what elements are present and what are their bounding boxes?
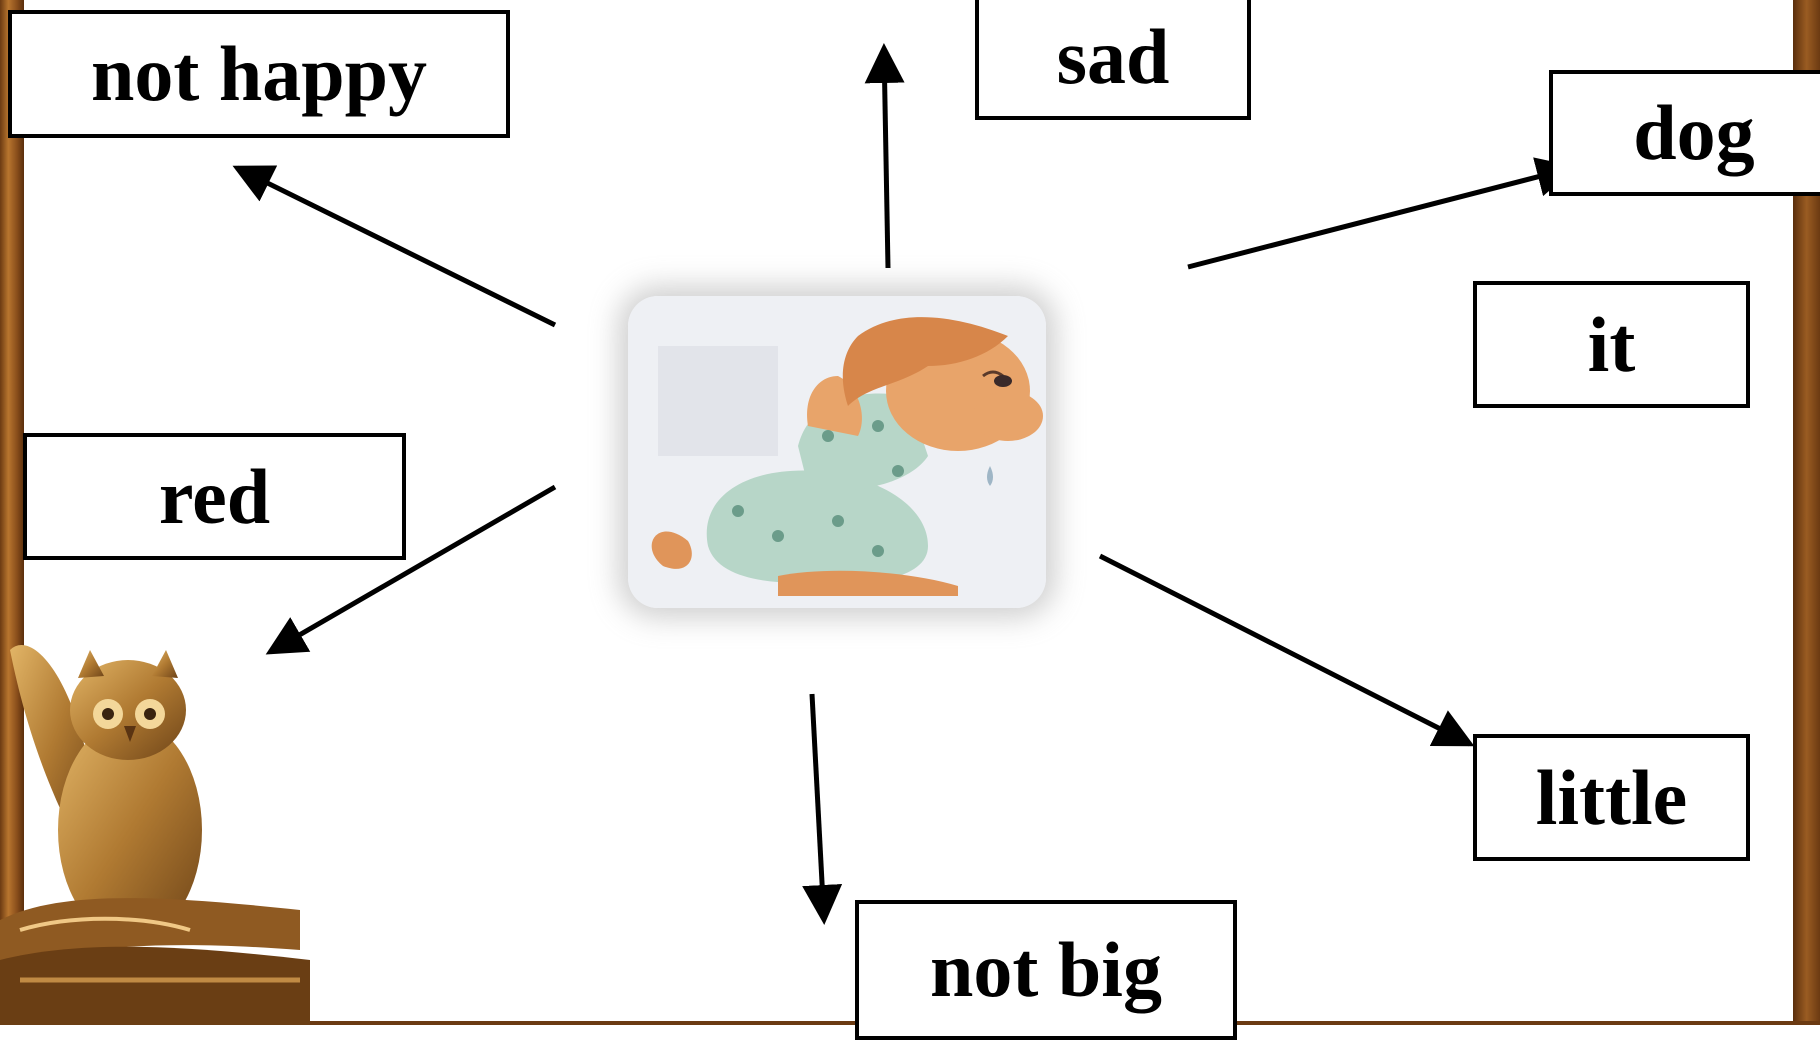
word-box-not-happy: not happy — [8, 10, 510, 138]
arrow-to-sad — [884, 48, 888, 268]
word-sad: sad — [1057, 18, 1170, 96]
word-red: red — [159, 458, 270, 536]
word-box-not-big: not big — [855, 900, 1237, 1040]
arrow-to-not-big — [812, 694, 824, 920]
owl-on-books-icon — [0, 630, 320, 1025]
word-box-dog: dog — [1549, 70, 1820, 196]
word-box-little: little — [1473, 734, 1750, 861]
word-not-big: not big — [930, 931, 1162, 1009]
word-it: it — [1588, 306, 1636, 384]
word-little: little — [1536, 759, 1688, 837]
arrow-to-dog — [1188, 168, 1572, 267]
word-box-sad: sad — [975, 0, 1251, 120]
arrow-to-little — [1100, 556, 1470, 744]
word-box-it: it — [1473, 281, 1750, 408]
word-dog: dog — [1633, 94, 1754, 172]
arrow-to-not-happy — [237, 168, 555, 325]
sad-dog-crying-icon — [628, 296, 1046, 608]
sad-dog-picture — [628, 296, 1046, 608]
word-box-red: red — [23, 433, 406, 560]
word-not-happy: not happy — [91, 35, 427, 113]
